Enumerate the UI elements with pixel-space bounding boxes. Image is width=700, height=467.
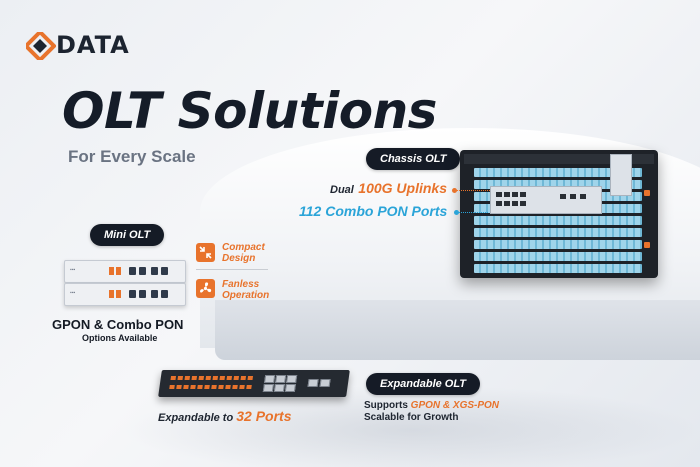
page-title: OLT Solutions <box>62 82 437 140</box>
page-subtitle: For Every Scale <box>68 147 196 166</box>
expandable-olt-device <box>158 370 350 397</box>
supports-value: GPON & XGS-PON <box>410 400 500 411</box>
uplinks-leader <box>456 190 490 191</box>
mini-olt-subtitle: Options Available <box>82 333 158 343</box>
fan-icon <box>196 279 215 298</box>
expandable-caption-value: 32 Ports <box>236 408 292 424</box>
pon-ports-dot <box>454 210 459 215</box>
feature-fanless: Fanless Operation <box>222 279 269 301</box>
uplinks-prefix: Dual <box>330 184 354 196</box>
feature-fanless-line2: Operation <box>222 290 270 301</box>
uplinks-callout: Dual 100G Uplinks <box>330 180 447 198</box>
brand-logo: DATA <box>26 30 136 62</box>
feature-compact: Compact Design <box>222 242 265 264</box>
feature-fanless-line1: Fanless <box>222 279 260 290</box>
supports-line: Supports GPON & XGS-PON <box>364 400 499 411</box>
mini-olt-badge: Mini OLT <box>90 224 165 246</box>
uplinks-dot <box>452 188 457 193</box>
floor-shadow <box>120 385 700 467</box>
mini-olt-unit-top: ▪▪▪ <box>64 260 186 283</box>
feature-divider <box>196 269 268 270</box>
pon-ports-callout: 112 Combo PON Ports <box>299 203 448 219</box>
scalable-line: Scalable for Growth <box>364 412 459 423</box>
compress-arrows-icon <box>196 243 215 262</box>
mini-olt-title: GPON & Combo PON <box>52 317 184 332</box>
expandable-olt-badge: Expandable OLT <box>366 373 480 395</box>
chassis-olt-device <box>460 150 658 278</box>
pon-ports-leader <box>458 212 488 213</box>
supports-prefix: Supports <box>364 400 408 411</box>
feature-compact-line2: Design <box>222 253 256 264</box>
uplinks-value: 100G Uplinks <box>358 180 447 196</box>
mini-olt-unit-bottom: ▪▪▪ <box>64 283 186 306</box>
podium-front <box>215 300 700 360</box>
feature-compact-line1: Compact <box>222 242 265 253</box>
expandable-caption-prefix: Expandable to <box>158 412 234 424</box>
expandable-caption: Expandable to 32 Ports <box>158 408 292 424</box>
logo-mark-icon <box>26 32 56 60</box>
brand-name: DATA <box>56 31 130 59</box>
chassis-olt-badge: Chassis OLT <box>366 148 461 170</box>
